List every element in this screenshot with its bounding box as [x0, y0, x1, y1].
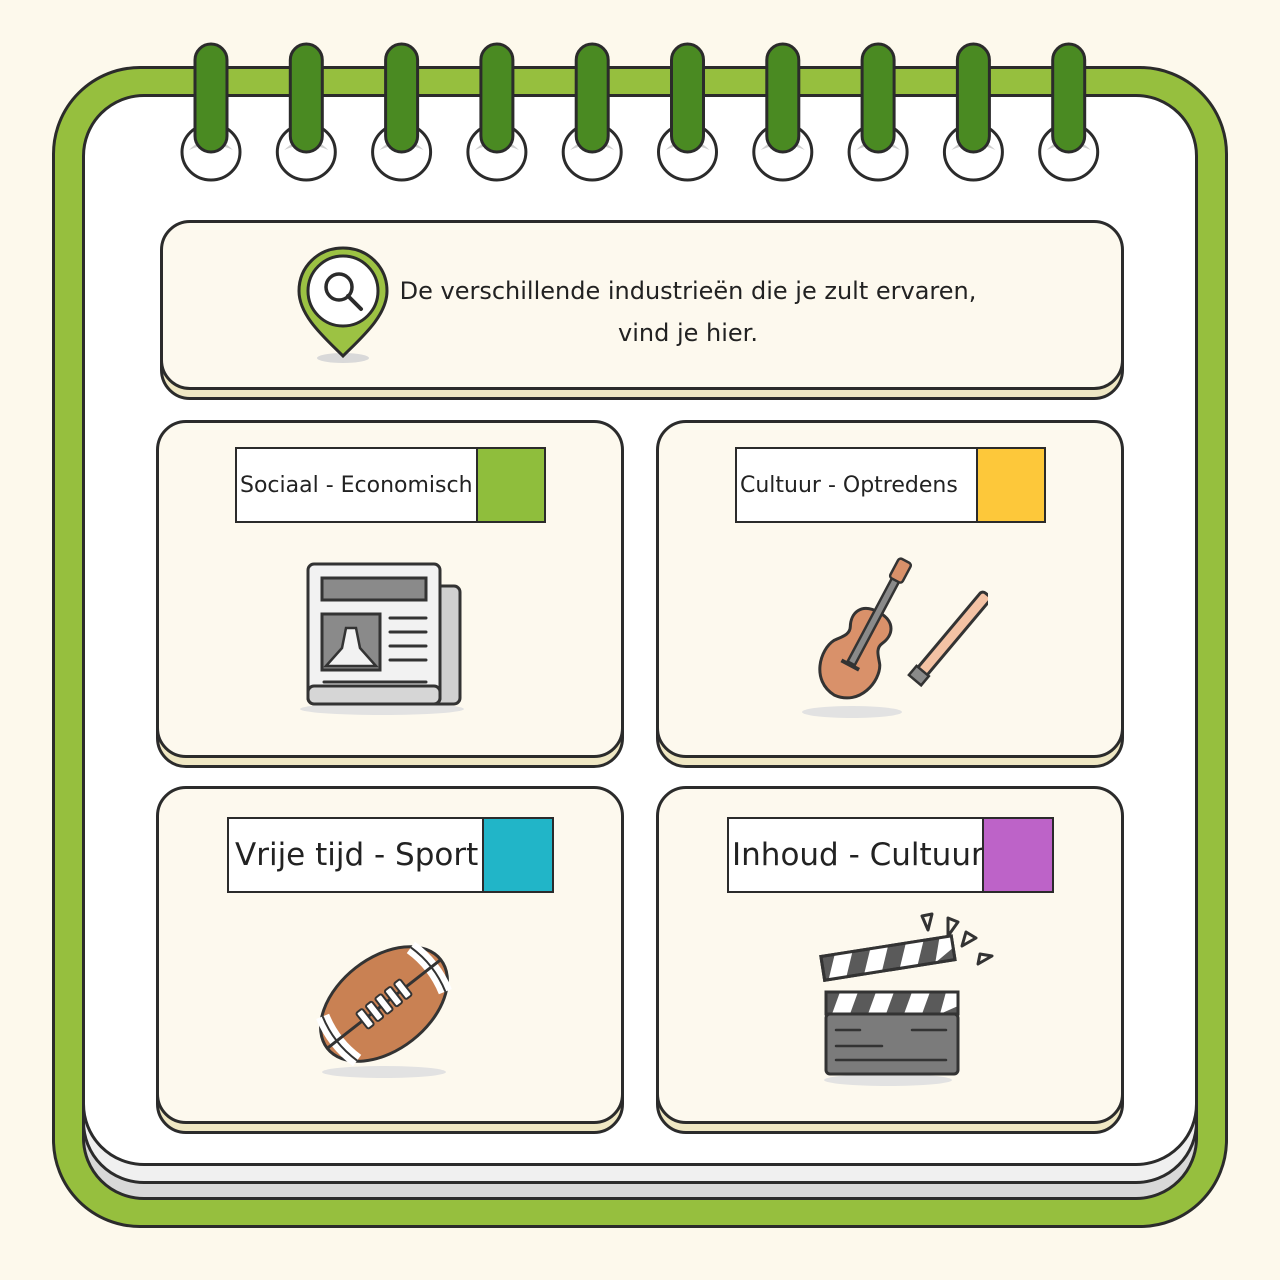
category-label-vrije-tijd: Vrije tijd - Sport [227, 817, 554, 893]
category-label-text: Cultuur - Optredens [740, 472, 958, 498]
category-color-swatch [976, 449, 1044, 521]
clapperboard-icon [819, 912, 994, 1086]
newspaper-icon [300, 562, 464, 715]
category-label-cultuur: Cultuur - Optredens [735, 447, 1046, 523]
category-color-swatch [482, 819, 552, 891]
category-color-swatch [476, 449, 544, 521]
header-line-1: De verschillende industrieën die je zult… [399, 277, 977, 305]
header-line-2: vind je hier. [618, 319, 758, 347]
category-label-inhoud: Inhoud - Cultuur [727, 817, 1054, 893]
category-label-text: Sociaal - Economisch [240, 472, 473, 498]
category-label-text: Vrije tijd - Sport [235, 837, 479, 873]
category-label-text: Inhoud - Cultuur [732, 837, 982, 873]
category-color-swatch [982, 819, 1052, 891]
location-search-pin-icon [297, 246, 389, 363]
violin-icon [802, 557, 988, 718]
category-label-sociaal: Sociaal - Economisch [235, 447, 546, 523]
football-icon [316, 941, 452, 1078]
header-description: De verschillende industrieën die je zult… [390, 270, 986, 354]
